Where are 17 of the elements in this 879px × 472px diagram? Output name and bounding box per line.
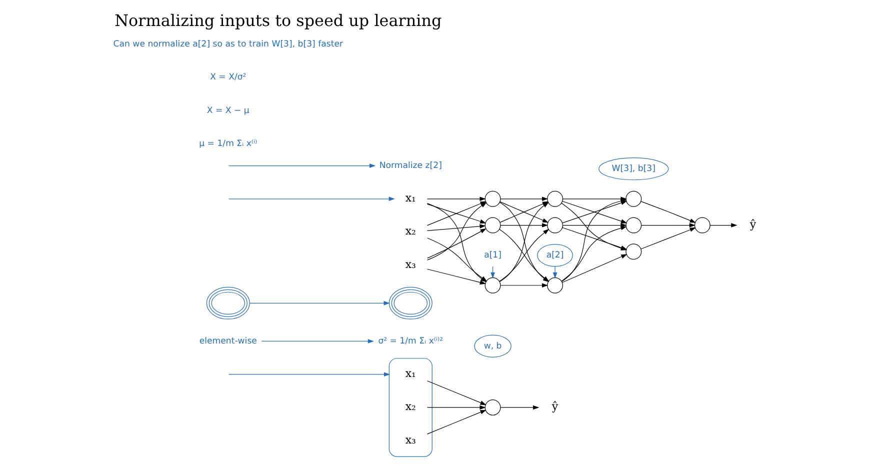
node-text: x₃ xyxy=(405,258,416,271)
node-text: ŷ xyxy=(750,218,756,231)
node-text: x₂ xyxy=(405,400,416,414)
label: X = X/σ² xyxy=(210,72,246,83)
label: Can we normalize a[2] so as to train W[3], b[3] faster xyxy=(113,40,344,50)
node-text: x₂ xyxy=(405,224,416,238)
node-text: x₃ xyxy=(405,433,416,446)
node-text: Normalize z[2] xyxy=(379,161,442,172)
label: μ = 1/m Σᵢ x⁽ⁱ⁾ xyxy=(199,138,258,149)
node-text: a[1] xyxy=(484,250,502,261)
label: X = X − μ xyxy=(206,106,250,116)
node-text: ŷ xyxy=(552,400,558,414)
node-text: x₁ xyxy=(405,367,416,380)
node-text: σ² = 1/m Σᵢ x⁽ⁱ⁾² xyxy=(378,336,444,346)
node-text: element-wise xyxy=(199,336,257,346)
node-text: x₁ xyxy=(405,192,416,205)
diagram-title: Normalizing inputs to speed up learning xyxy=(114,10,442,30)
